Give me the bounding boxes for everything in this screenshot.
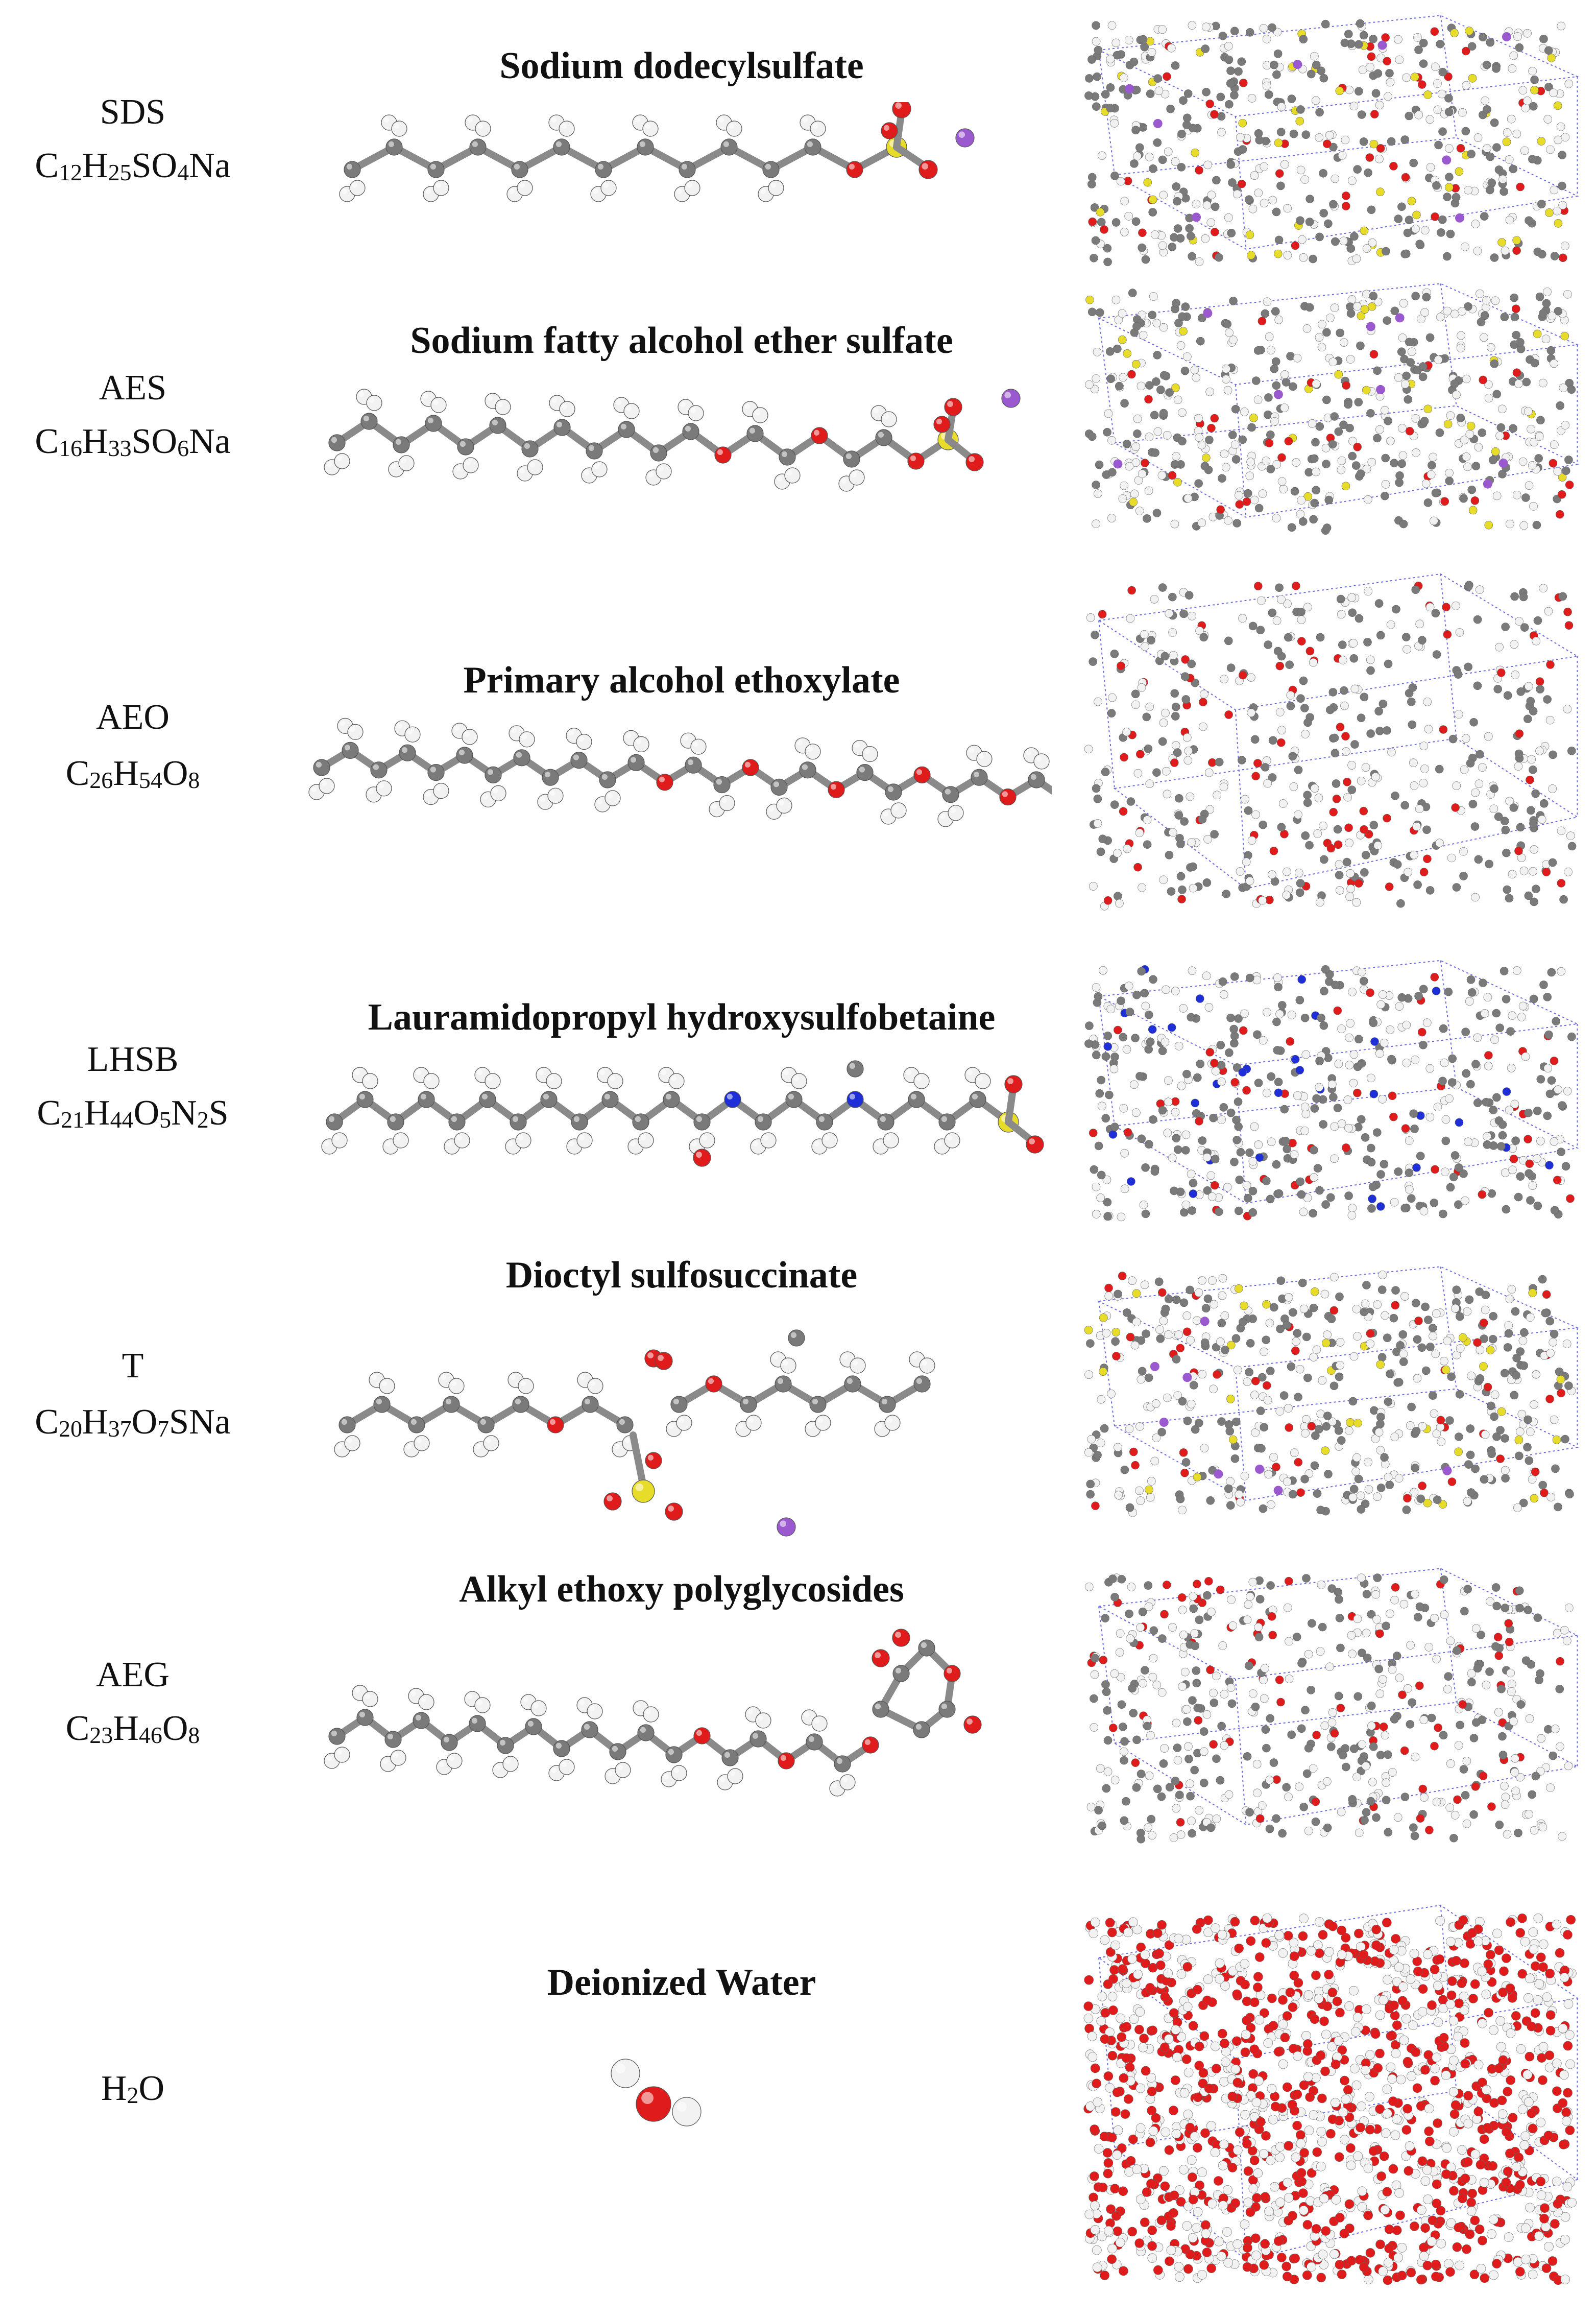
aes-molecule-icon: [324, 389, 1021, 492]
lhsb-simulation-box: [1084, 960, 1580, 1222]
abbr-label: AEG: [96, 1655, 170, 1694]
aes-simulation-box: [1084, 283, 1580, 535]
water-molecule-icon: [611, 2059, 702, 2126]
formula-label: C20H37O7SNa: [35, 1402, 231, 1442]
abbr-label: T: [122, 1346, 144, 1385]
aeo-molecule-icon: [308, 718, 1052, 827]
sds-molecule-icon: [339, 102, 975, 202]
formula-label: C12H25SO4Na: [35, 146, 231, 185]
lhsb-molecule-icon: [321, 1060, 1044, 1167]
molecule-title: Primary alcohol ethoxylate: [463, 659, 900, 701]
molecule-title: Deionized Water: [547, 1962, 816, 2003]
formula-label: H2O: [101, 2069, 165, 2108]
molecule-title: Alkyl ethoxy polyglycosides: [459, 1568, 904, 1610]
formula-label: C16H33SO6Na: [35, 422, 231, 461]
formula-label: C21H44O5N2S: [37, 1093, 229, 1133]
aeg-simulation-box: [1084, 1568, 1579, 1844]
t-molecule-icon: [334, 1329, 935, 1537]
formula-label: C26H54O8: [65, 754, 200, 793]
abbr-label: AES: [99, 368, 167, 408]
aeo-simulation-box: [1084, 573, 1579, 911]
formula-label: C23H46O8: [65, 1709, 200, 1748]
abbr-label: LHSB: [87, 1040, 179, 1079]
molecule-title: Sodium dodecylsulfate: [499, 45, 864, 87]
molecule-title: Lauramidopropyl hydroxysulfobetaine: [368, 996, 996, 1038]
abbr-label: AEO: [96, 698, 170, 737]
abbr-label: SDS: [100, 92, 166, 132]
sds-simulation-box: [1084, 15, 1580, 267]
molecule-title: Sodium fatty alcohol ether sulfate: [410, 320, 953, 362]
aeg-molecule-icon: [324, 1629, 982, 1797]
water-simulation-box: [1083, 1904, 1579, 2285]
t-simulation-box: [1084, 1266, 1580, 1517]
molecule-title: Dioctyl sulfosuccinate: [505, 1254, 858, 1296]
